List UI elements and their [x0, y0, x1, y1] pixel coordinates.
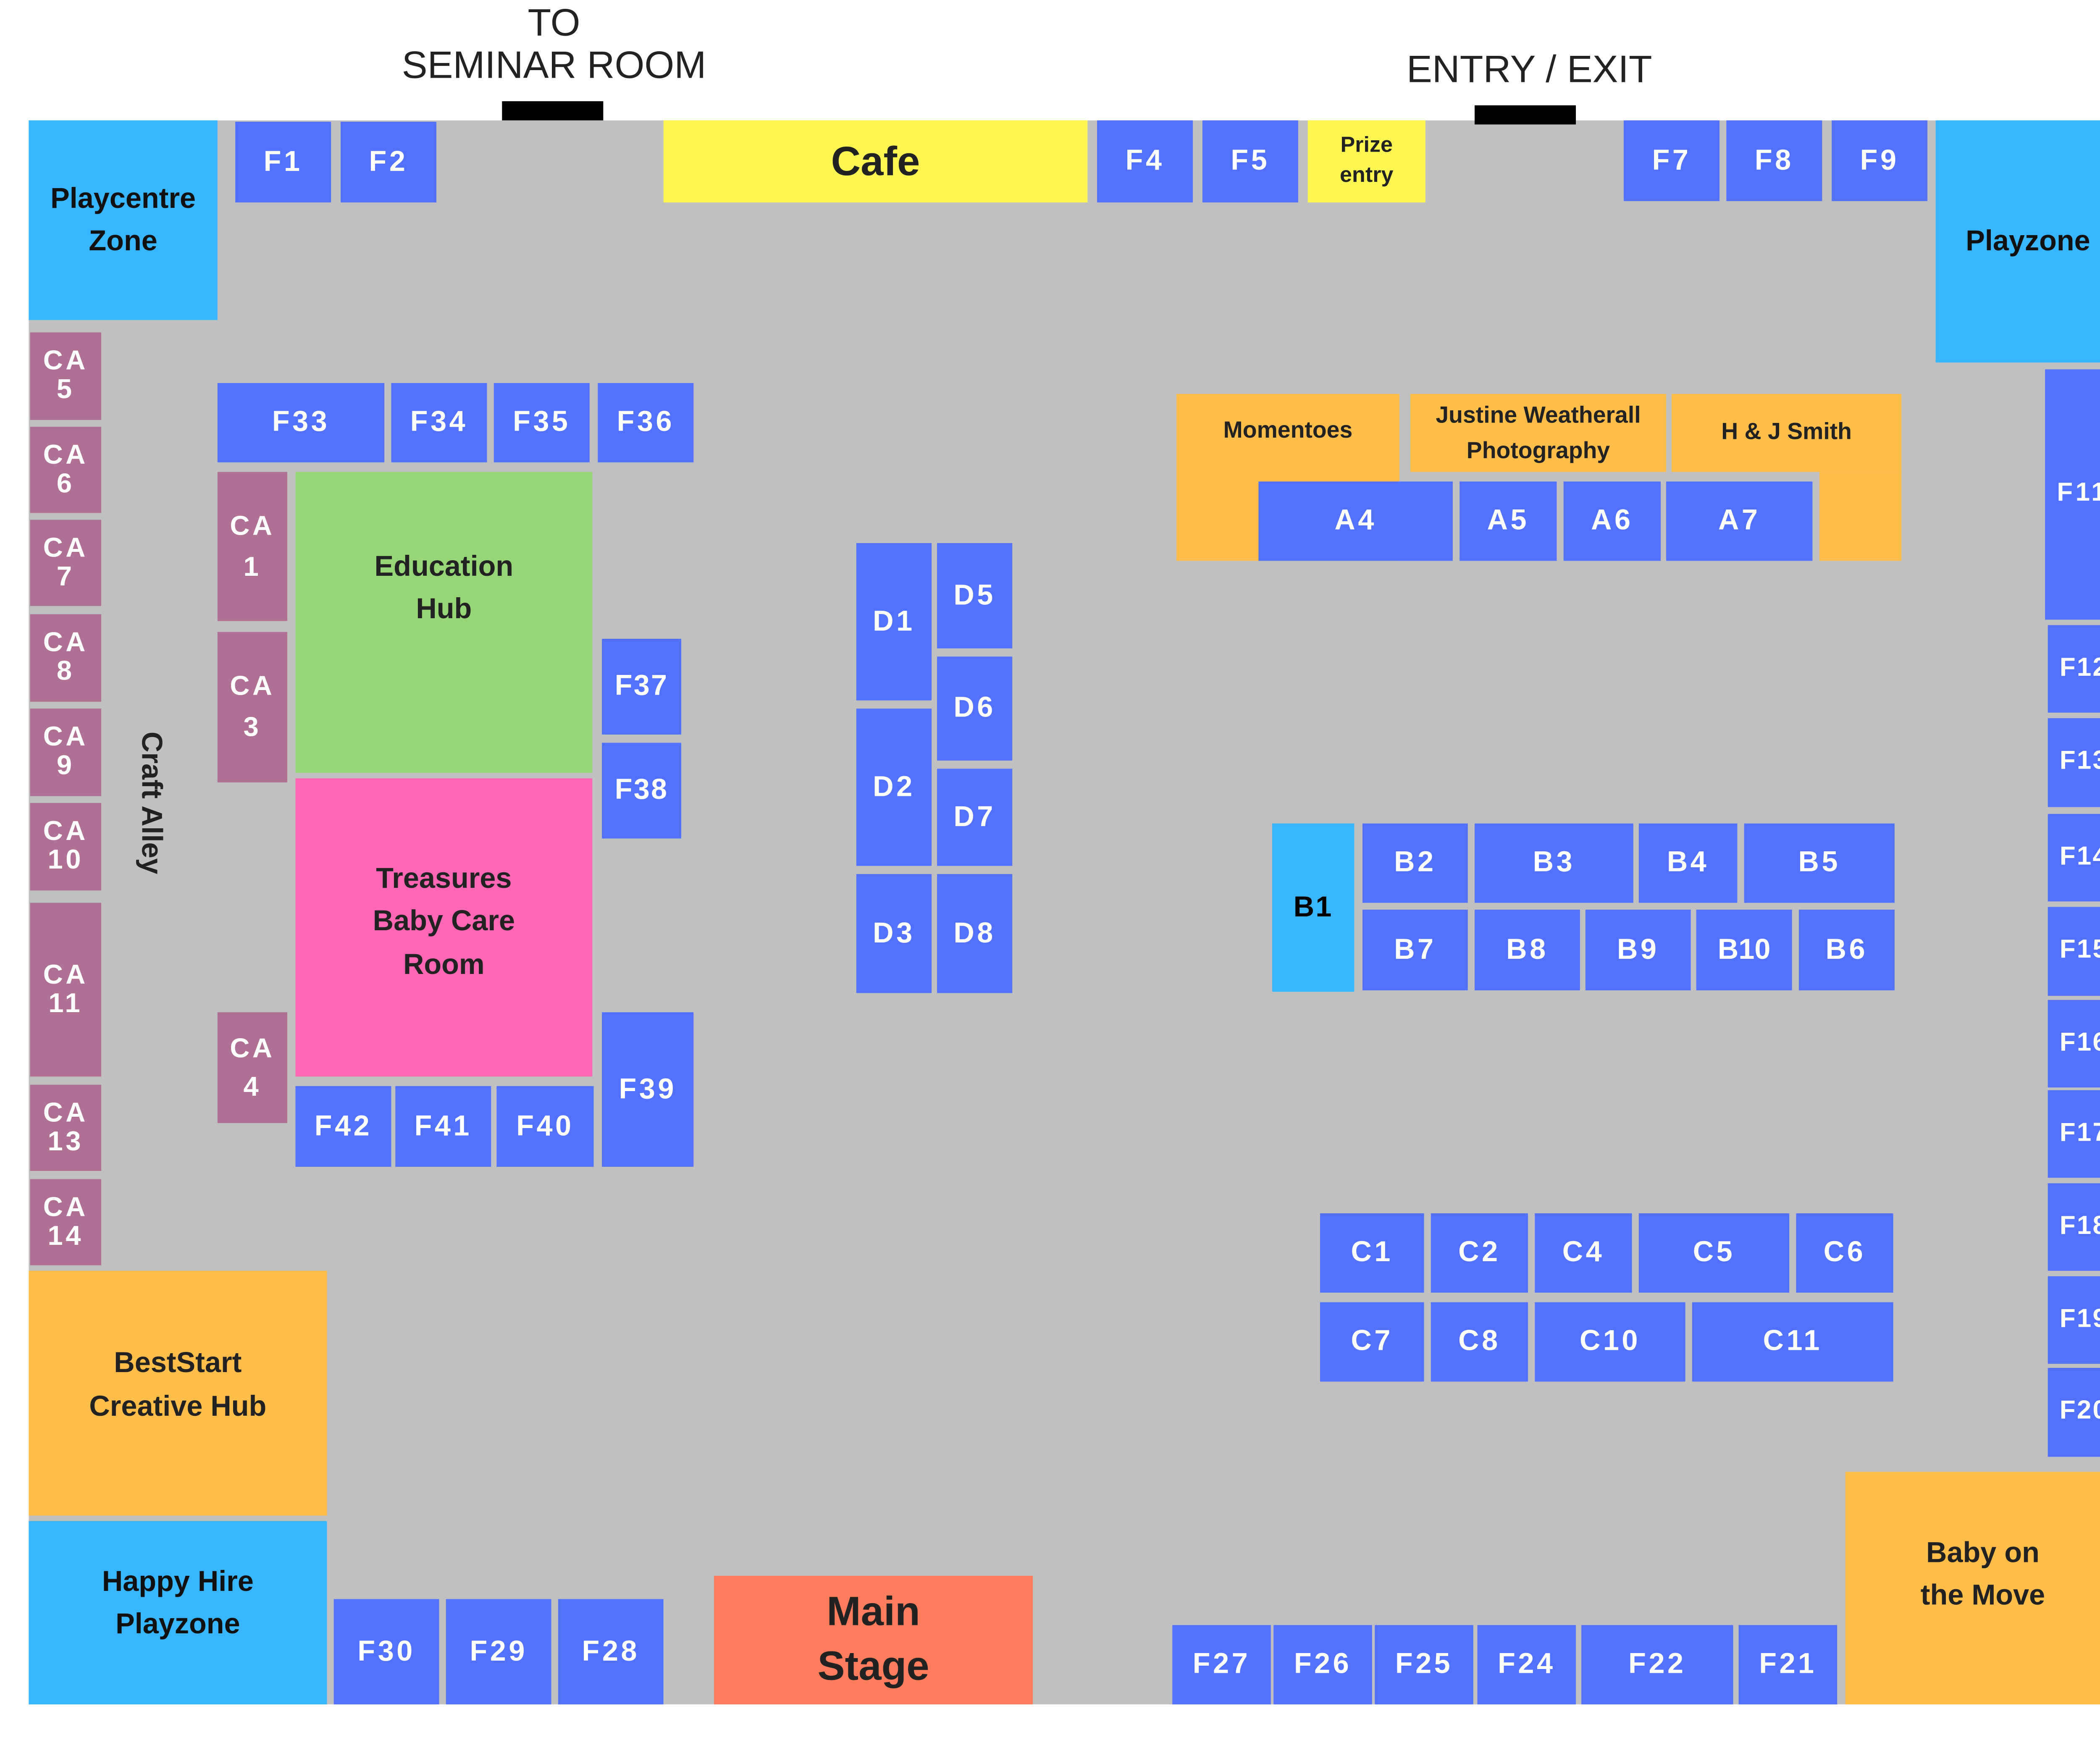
stall-B3[interactable]: B3	[1475, 823, 1633, 903]
stall-F33[interactable]: F33	[217, 383, 385, 462]
zone-happy-hire-playzone[interactable]: Happy Hire Playzone	[29, 1521, 327, 1705]
stall-B9[interactable]: B9	[1585, 909, 1691, 991]
stall-CA6[interactable]: CA 6	[30, 427, 102, 513]
stall-B7[interactable]: B7	[1362, 909, 1468, 991]
stall-D3[interactable]: D3	[856, 874, 932, 993]
stall-B5[interactable]: B5	[1744, 823, 1895, 903]
entry-exit-label: ENTRY / EXIT	[1407, 47, 1652, 90]
stall-F38[interactable]: F38	[602, 743, 681, 839]
stall-F20[interactable]: F20	[2048, 1368, 2100, 1457]
stall-A5[interactable]: A5	[1460, 481, 1557, 561]
stall-F35[interactable]: F35	[494, 383, 590, 462]
stall-CA4[interactable]: CA 4	[217, 1012, 287, 1123]
zone-hj-smith[interactable]: H & J Smith	[1672, 394, 1902, 472]
stall-C7[interactable]: C7	[1320, 1302, 1424, 1382]
zone-prize-entry[interactable]: Prize entry	[1307, 120, 1425, 203]
stall-F21[interactable]: F21	[1738, 1625, 1838, 1705]
stall-C4[interactable]: C4	[1535, 1213, 1632, 1293]
stall-F28[interactable]: F28	[558, 1599, 664, 1705]
zone-education-hub[interactable]: Education Hub	[295, 472, 593, 773]
stall-F2[interactable]: F2	[340, 121, 436, 203]
zone-beststart-creative-hub[interactable]: BestStart Creative Hub	[29, 1270, 327, 1516]
stall-F4[interactable]: F4	[1097, 120, 1193, 203]
stall-F40[interactable]: F40	[496, 1086, 594, 1167]
stall-F12[interactable]: F12	[2048, 625, 2100, 713]
stall-F16[interactable]: F16	[2048, 1000, 2100, 1088]
stall-F24[interactable]: F24	[1477, 1625, 1576, 1705]
zone-playcentre[interactable]: Playcentre Zone	[29, 120, 218, 320]
stall-F17[interactable]: F17	[2048, 1090, 2100, 1178]
stall-F36[interactable]: F36	[598, 383, 694, 462]
stall-F27[interactable]: F27	[1172, 1625, 1271, 1705]
stall-C6[interactable]: C6	[1796, 1213, 1893, 1293]
stall-F18[interactable]: F18	[2048, 1183, 2100, 1271]
stall-A6[interactable]: A6	[1563, 481, 1661, 561]
zone-main-stage[interactable]: Main Stage	[714, 1576, 1033, 1705]
zone-treasures-baby-care[interactable]: Treasures Baby Care Room	[295, 778, 593, 1077]
stall-B1[interactable]: B1	[1272, 823, 1354, 992]
stall-F34[interactable]: F34	[391, 383, 487, 462]
stall-B6[interactable]: B6	[1798, 909, 1895, 991]
stall-F11[interactable]: F11	[2045, 369, 2100, 620]
stall-C5[interactable]: C5	[1638, 1213, 1790, 1293]
stall-F30[interactable]: F30	[333, 1599, 439, 1705]
stall-F13[interactable]: F13	[2048, 718, 2100, 807]
stall-C8[interactable]: C8	[1431, 1302, 1528, 1382]
stall-D2[interactable]: D2	[856, 709, 932, 866]
zone-justine-weatherall[interactable]: Justine Weatherall Photography	[1410, 394, 1667, 472]
stall-C11[interactable]: C11	[1692, 1302, 1893, 1382]
stall-D5[interactable]: D5	[937, 543, 1013, 648]
stall-D7[interactable]: D7	[937, 769, 1013, 866]
stall-CA13[interactable]: CA 13	[30, 1084, 102, 1171]
stall-CA1[interactable]: CA 1	[217, 472, 287, 621]
stall-F7[interactable]: F7	[1624, 120, 1720, 201]
stall-D8[interactable]: D8	[937, 874, 1013, 993]
stall-B2[interactable]: B2	[1362, 823, 1468, 903]
stall-B4[interactable]: B4	[1638, 823, 1738, 903]
stall-CA10[interactable]: CA 10	[30, 803, 102, 891]
seminar-door	[502, 101, 604, 121]
stall-D1[interactable]: D1	[856, 543, 932, 701]
stall-CA8[interactable]: CA 8	[30, 614, 102, 702]
stall-F25[interactable]: F25	[1375, 1625, 1473, 1705]
stall-CA3[interactable]: CA 3	[217, 632, 287, 783]
stall-C10[interactable]: C10	[1535, 1302, 1685, 1382]
stall-F41[interactable]: F41	[395, 1086, 491, 1167]
stall-CA14[interactable]: CA 14	[30, 1179, 102, 1265]
stall-F26[interactable]: F26	[1273, 1625, 1372, 1705]
stall-C2[interactable]: C2	[1431, 1213, 1528, 1293]
craft-alley-label: Craft Alley	[135, 732, 167, 874]
stall-A4[interactable]: A4	[1258, 481, 1453, 561]
stall-B10[interactable]: B10	[1696, 909, 1792, 991]
stall-F29[interactable]: F29	[446, 1599, 551, 1705]
stall-D6[interactable]: D6	[937, 656, 1013, 761]
stall-A7[interactable]: A7	[1666, 481, 1813, 561]
stall-F19[interactable]: F19	[2048, 1276, 2100, 1364]
stall-F1[interactable]: F1	[235, 121, 331, 203]
stall-F22[interactable]: F22	[1581, 1625, 1733, 1705]
zone-cafe[interactable]: Cafe	[663, 120, 1088, 203]
stall-F5[interactable]: F5	[1202, 120, 1298, 203]
stall-CA7[interactable]: CA 7	[30, 520, 102, 606]
entry-door	[1475, 105, 1576, 125]
stall-F9[interactable]: F9	[1832, 120, 1928, 201]
stall-CA11[interactable]: CA 11	[30, 903, 102, 1077]
stall-F37[interactable]: F37	[602, 639, 681, 735]
zone-baby-on-the-move[interactable]: Baby on the Move	[1845, 1472, 2100, 1705]
stall-F39[interactable]: F39	[602, 1012, 694, 1167]
stall-F15[interactable]: F15	[2048, 907, 2100, 996]
stall-CA9[interactable]: CA 9	[30, 709, 102, 796]
stall-CA5[interactable]: CA 5	[30, 332, 102, 420]
stall-F8[interactable]: F8	[1726, 120, 1822, 201]
zone-playzone[interactable]: Playzone	[1935, 120, 2100, 363]
stall-F42[interactable]: F42	[295, 1086, 391, 1167]
zone-hj-smith-extension	[1819, 472, 1902, 561]
seminar-room-label: TO SEMINAR ROOM	[402, 1, 706, 86]
stall-C1[interactable]: C1	[1320, 1213, 1424, 1293]
stall-F14[interactable]: F14	[2048, 814, 2100, 902]
stall-B8[interactable]: B8	[1475, 909, 1580, 991]
